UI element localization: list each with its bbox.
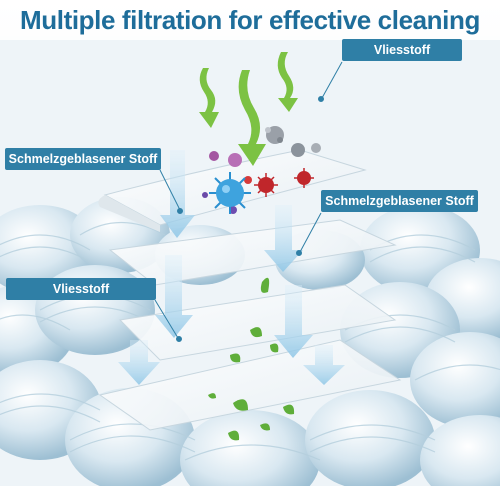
label-vliesstoff-top: Vliesstoff	[342, 39, 462, 61]
bacteria-icon	[254, 168, 314, 197]
page-title: Multiple filtration for effective cleani…	[0, 0, 500, 40]
label-schmelzgeblasener-stoff-right: Schmelzgeblasener Stoff	[321, 190, 478, 212]
label-vliesstoff-middle: Vliesstoff	[6, 278, 156, 300]
filtration-arrows	[118, 150, 345, 385]
label-schmelzgeblasener-stoff-left: Schmelzgeblasener Stoff	[5, 148, 161, 170]
leaf-icons	[208, 277, 295, 441]
connector-lines	[154, 61, 343, 342]
air-flow-arrows	[199, 52, 298, 166]
virus-icon	[209, 172, 251, 214]
particles	[202, 126, 321, 214]
